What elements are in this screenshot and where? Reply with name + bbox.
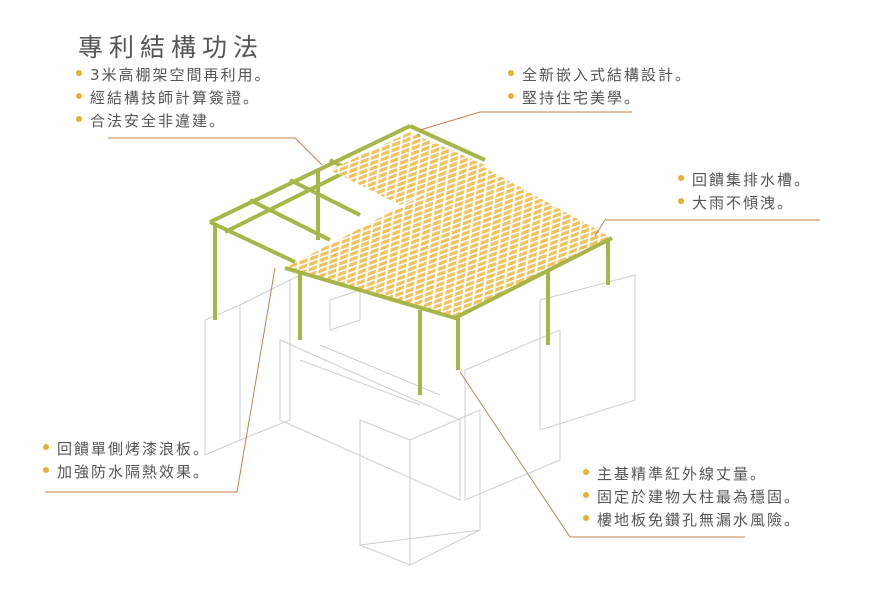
leader-lines: [45, 111, 820, 538]
callout-text: 堅持住宅美學。: [522, 89, 642, 107]
callout-text: 主基精準紅外線丈量。: [597, 465, 768, 483]
bullet-icon: [76, 69, 82, 76]
callout-text: 回饋單側烤漆浪板。: [57, 440, 211, 458]
main-panel: [285, 165, 612, 318]
bullet-icon: [76, 115, 82, 122]
callout-item: 固定於建物大柱最為穩固。: [583, 486, 801, 509]
callout-right: 回饋集排水槽。 大雨不傾洩。: [678, 169, 811, 215]
callout-text: 合法安全非違建。: [90, 112, 227, 130]
page-title: 專利結構功法: [78, 33, 265, 62]
bullet-icon: [583, 491, 589, 498]
bullet-icon: [508, 92, 514, 99]
callout-item: 3米高棚架空間再利用。: [76, 64, 272, 87]
callout-text: 樓地板免鑽孔無漏水風險。: [597, 511, 802, 529]
callout-bottom-left: 回饋單側烤漆浪板。 加強防水隔熱效果。: [43, 438, 210, 484]
bullet-icon: [583, 514, 589, 521]
callout-item: 大雨不傾洩。: [678, 192, 811, 215]
rear-panel: [330, 132, 485, 205]
callout-item: 主基精準紅外線丈量。: [583, 463, 801, 486]
callout-item: 回饋單側烤漆浪板。: [43, 438, 210, 461]
callout-item: 加強防水隔熱效果。: [43, 461, 210, 484]
callout-text: 大雨不傾洩。: [692, 194, 795, 212]
callout-top-right: 全新嵌入式結構設計。 堅持住宅美學。: [508, 64, 692, 110]
front-frame: [284, 236, 613, 395]
callout-text: 加強防水隔熱效果。: [57, 463, 211, 481]
bullet-icon: [43, 443, 49, 450]
callout-item: 樓地板免鑽孔無漏水風險。: [583, 509, 801, 532]
bullet-icon: [508, 69, 514, 76]
callout-bottom-right: 主基精準紅外線丈量。 固定於建物大柱最為穩固。 樓地板免鑽孔無漏水風險。: [583, 463, 801, 532]
callout-text: 回饋集排水槽。: [692, 171, 812, 189]
callout-text: 3米高棚架空間再利用。: [90, 66, 272, 84]
bullet-icon: [678, 197, 684, 204]
callout-text: 經結構技師計算簽證。: [90, 89, 261, 107]
callout-top-left: 3米高棚架空間再利用。 經結構技師計算簽證。 合法安全非違建。: [76, 64, 272, 133]
callout-item: 經結構技師計算簽證。: [76, 87, 272, 110]
callout-item: 堅持住宅美學。: [508, 87, 692, 110]
bullet-icon: [76, 92, 82, 99]
callout-text: 固定於建物大柱最為穩固。: [597, 488, 802, 506]
bullet-icon: [43, 466, 49, 473]
bullet-icon: [583, 468, 589, 475]
callout-text: 全新嵌入式結構設計。: [522, 66, 693, 84]
bullet-icon: [678, 174, 684, 181]
callout-item: 全新嵌入式結構設計。: [508, 64, 692, 87]
callout-item: 回饋集排水槽。: [678, 169, 811, 192]
callout-item: 合法安全非違建。: [76, 110, 272, 133]
